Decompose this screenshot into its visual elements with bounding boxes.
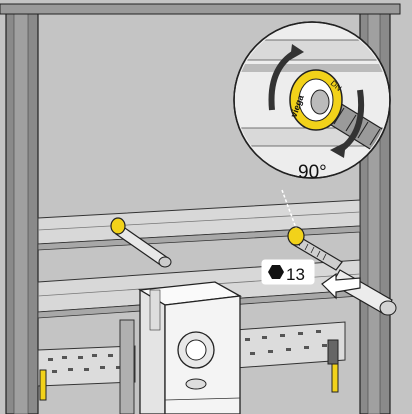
fitting-left: [110, 217, 126, 235]
rotation-angle-label: 90°: [298, 162, 327, 183]
clamp-right: [327, 339, 339, 393]
hex-nut-icon: [268, 265, 284, 279]
pipe-left: [110, 217, 172, 268]
curved-arrow-icon: [268, 44, 365, 158]
frame-top-bar: [0, 3, 401, 15]
wrench-callout: [261, 259, 315, 285]
bottom-rail-left: [37, 345, 136, 387]
wrench-size-label: 13: [286, 265, 305, 284]
center-post-left: [119, 319, 135, 414]
detail-leader-line: [281, 189, 297, 229]
fitting-right: [287, 226, 305, 246]
cistern-box: [138, 281, 243, 414]
frame-post-left: [5, 9, 39, 414]
pipe-right: [287, 226, 343, 271]
push-arrow-icon: [321, 272, 361, 300]
clamp-left: [39, 369, 47, 401]
